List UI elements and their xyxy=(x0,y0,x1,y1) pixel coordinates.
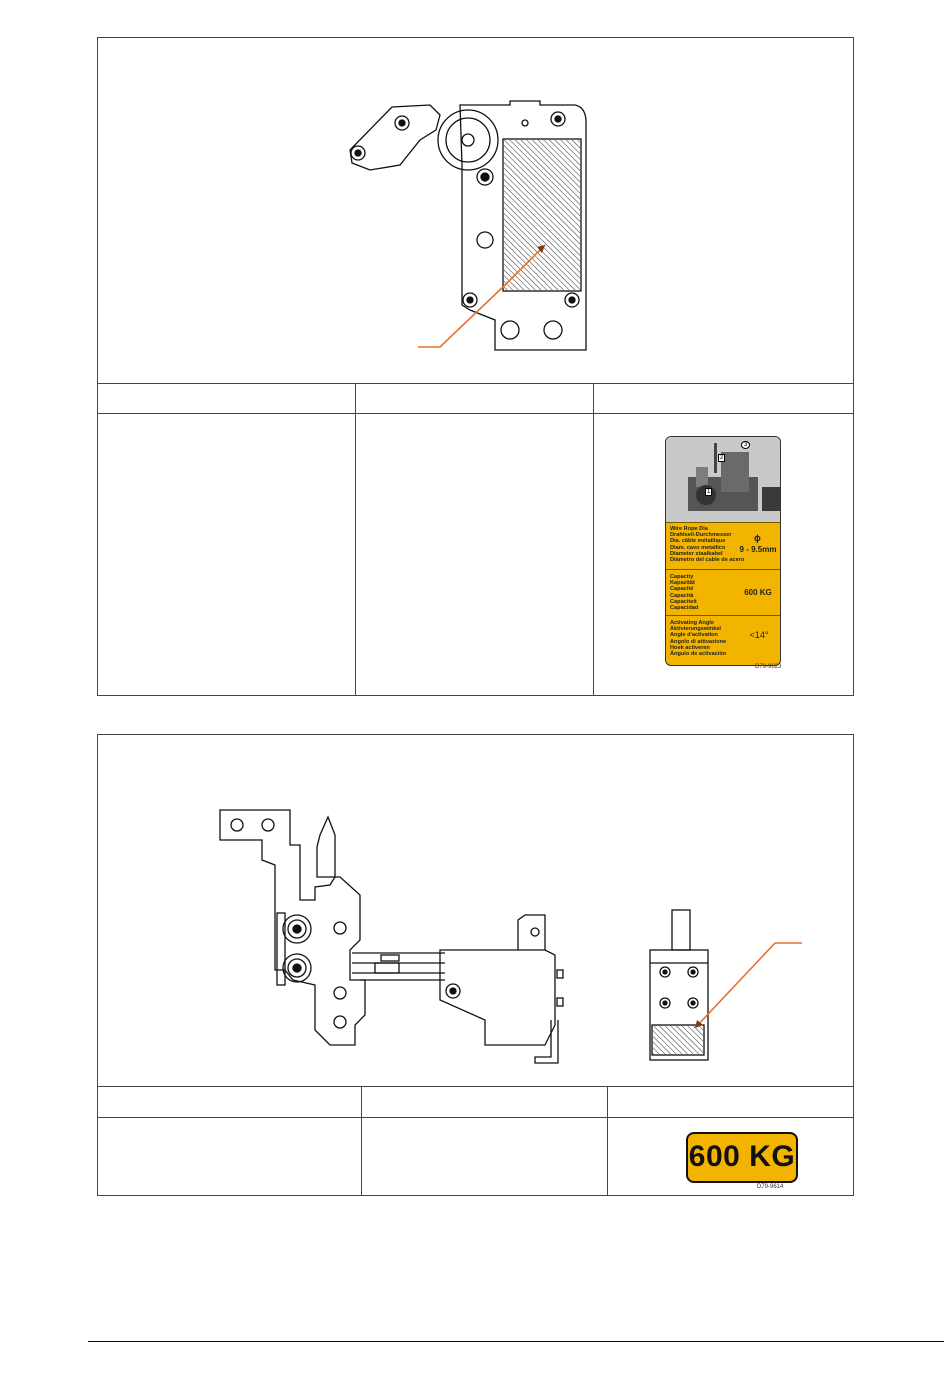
decal-row2-line: Capacité xyxy=(670,586,694,593)
panel-bottom xyxy=(97,734,854,1196)
decal-row1-line: Wire Rope Dia xyxy=(670,526,708,532)
table-top-header-bottom-border xyxy=(97,413,854,414)
drawing-top-rope-grab xyxy=(349,100,587,351)
table-bottom-col-divider-1 xyxy=(361,1086,362,1196)
decal-small-code: D79-9614 xyxy=(757,1184,784,1190)
decal-row2-line: Capacidad xyxy=(670,605,699,612)
table-bottom-header-top-border xyxy=(97,1086,854,1087)
table-bottom-col-divider-2 xyxy=(607,1086,608,1196)
decal-row2-line: Capaciteit xyxy=(670,598,697,605)
decal-row1-line: Diámetro del cable de acero xyxy=(670,557,745,564)
decal-diameter-symbol: ϕ xyxy=(754,533,761,543)
decal-row3-line: Hoek activeren xyxy=(670,644,710,651)
decal-row3-line: Activating Angle xyxy=(670,620,714,626)
decal-large-code: D79-9623 xyxy=(755,664,782,670)
decal-row2-line: Capacity xyxy=(670,574,694,580)
decal-row1-line: Diameter staalkabel xyxy=(670,550,723,557)
decal-row1-line: Dia. câble métallique xyxy=(670,538,726,545)
decal-row1-line: Diam. cavo metallico xyxy=(670,544,726,551)
table-top-header-top-border xyxy=(97,383,854,384)
decal-capacity-value: 600 KG xyxy=(744,588,772,597)
table-bottom-header-bottom-border xyxy=(97,1117,854,1118)
panel-top xyxy=(97,37,854,696)
decal-large: 1 2 3 Wire Rope Dia Drahtseil-Durchmesse… xyxy=(665,436,781,666)
decal-row3-line: Ángulo de activación xyxy=(670,651,727,658)
capacity-label-600kg: 600 KG xyxy=(686,1132,798,1183)
table-top-col-divider-1 xyxy=(355,383,356,696)
decal-row2-line: Capacità xyxy=(670,592,694,599)
decal-row-angle: Activating Angle Aktivierungswinkel Angl… xyxy=(666,615,780,665)
decal-photo-number-2: 2 xyxy=(718,454,726,462)
decal-angle-value: <14° xyxy=(749,630,769,640)
decal-row3-line: Angolo di attivazione xyxy=(670,638,727,645)
drawing-bottom-assembly xyxy=(219,809,564,1064)
decal-row1-line: Drahtseil-Durchmesser xyxy=(670,532,732,539)
decal-photo-number-1: 1 xyxy=(705,488,713,496)
decal-diameter-value: 9 - 9.5mm xyxy=(739,545,777,554)
drawing-bottom-front-view xyxy=(649,909,709,1061)
leader-line-bottom xyxy=(694,942,802,1029)
footer-rule xyxy=(88,1341,944,1342)
rope-grab-photo-icon xyxy=(666,437,780,522)
table-top-col-divider-2 xyxy=(593,383,594,696)
decal-row3-line: Aktivierungswinkel xyxy=(670,626,721,633)
decal-row-capacity: Capacity Kapazität Capacité Capacità Cap… xyxy=(666,569,780,615)
decal-photo: 1 2 3 xyxy=(666,437,780,522)
decal-row3-line: Angle d'activation xyxy=(670,632,718,639)
decal-photo-number-3: 3 xyxy=(741,441,751,449)
decal-row2-line: Kapazität xyxy=(670,580,695,587)
decal-row-wire-rope: Wire Rope Dia Drahtseil-Durchmesser Dia.… xyxy=(666,522,780,569)
